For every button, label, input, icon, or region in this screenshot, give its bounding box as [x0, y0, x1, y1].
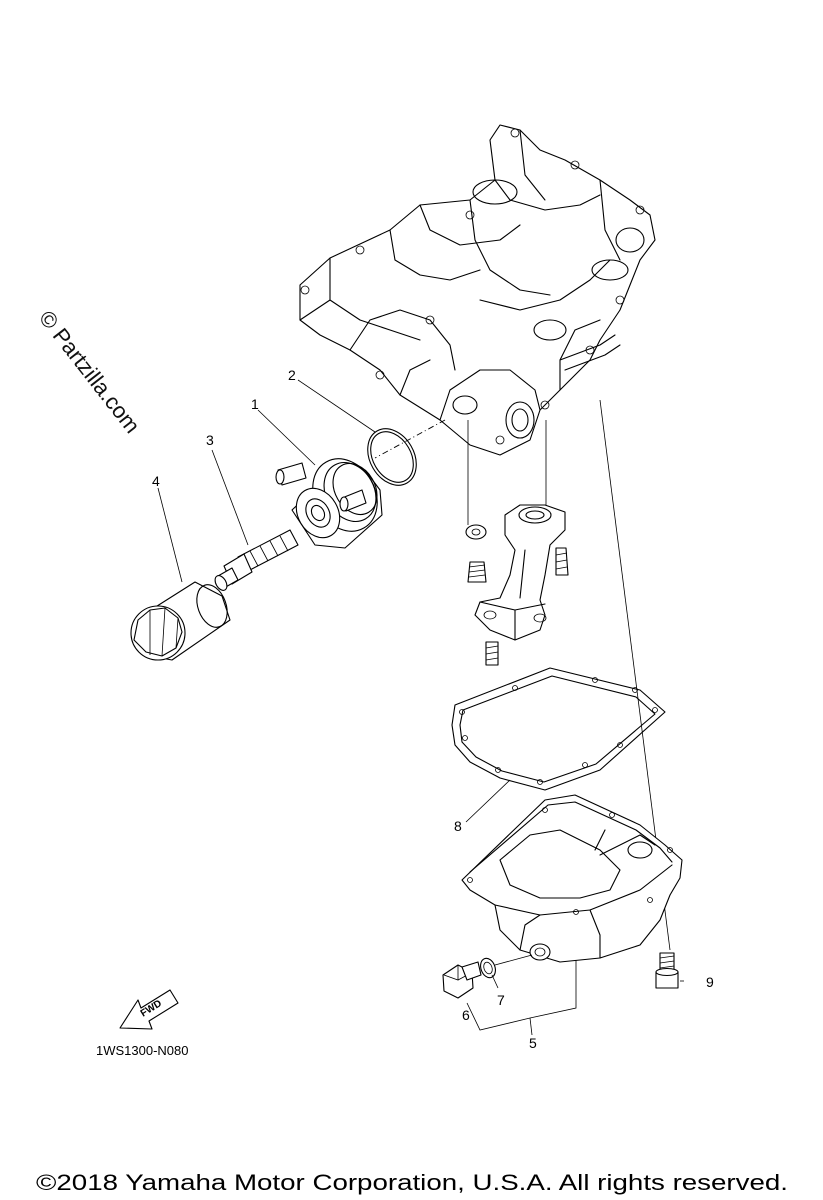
relief-valve-parts — [465, 524, 569, 666]
drain-gasket — [480, 957, 496, 979]
oil-pan — [461, 794, 683, 963]
oil-cooler — [275, 458, 383, 549]
oil-pan-bolt — [655, 952, 679, 989]
callout-4: 4 — [152, 473, 160, 489]
callout-8: 8 — [454, 818, 462, 834]
callout-3: 3 — [206, 432, 214, 448]
callout-2: 2 — [288, 367, 296, 383]
oil-pan-gasket — [451, 667, 666, 791]
callout-9: 9 — [706, 974, 714, 990]
callouts: 1 2 3 4 5 6 7 8 9 — [152, 367, 714, 1051]
o-ring — [367, 428, 417, 486]
leader-lines — [157, 379, 684, 1036]
watermark: © Partzilla.com — [34, 306, 145, 438]
copyright-notice: ©2018 Yamaha Motor Corporation, U.S.A. A… — [36, 1170, 788, 1195]
crankcase — [299, 124, 656, 456]
union-bolt — [214, 529, 299, 591]
forward-arrow-icon: FWD — [119, 989, 179, 1030]
callout-5: 5 — [529, 1035, 537, 1051]
oil-filter — [130, 581, 231, 661]
drawing-code: 1WS1300-N080 — [96, 1043, 189, 1058]
oil-strainer — [474, 504, 566, 641]
callout-7: 7 — [497, 992, 505, 1008]
gasket-bolt-holes — [459, 677, 658, 785]
callout-1: 1 — [251, 396, 259, 412]
drain-bolt — [442, 961, 482, 999]
callout-6: 6 — [462, 1007, 470, 1023]
